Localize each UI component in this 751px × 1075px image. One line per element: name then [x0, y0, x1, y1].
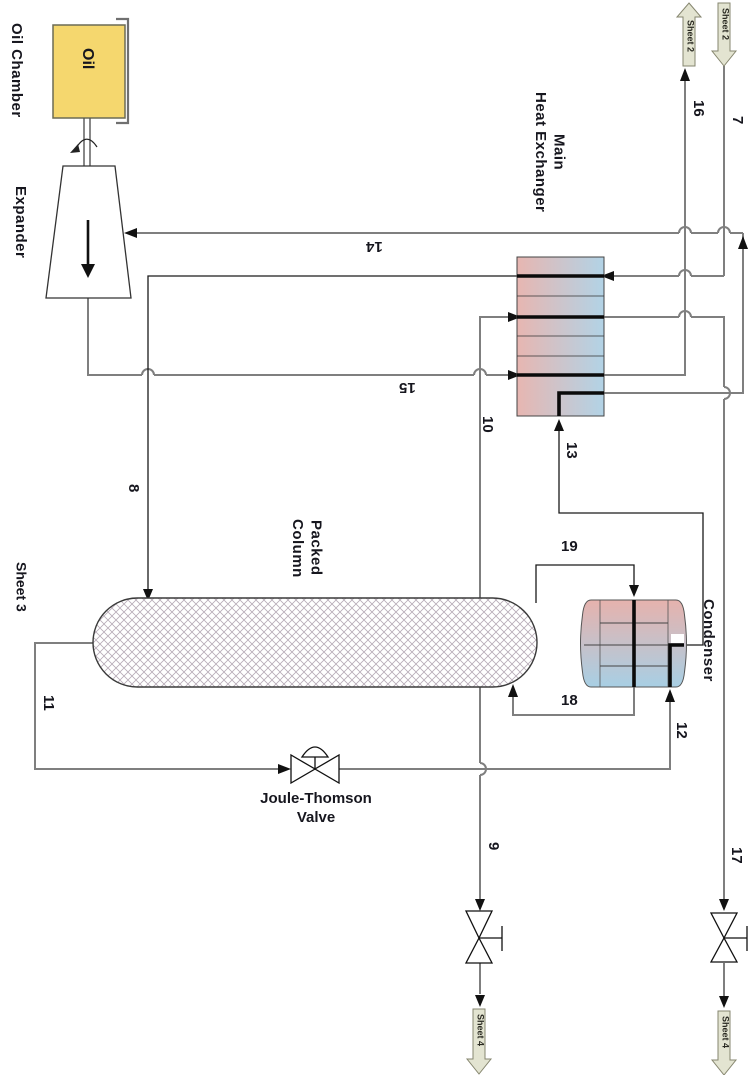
- stream-7-label: 7: [728, 116, 746, 125]
- pipe-stream-11-12: [34, 642, 671, 770]
- pipe-stream-18: [512, 687, 635, 716]
- pipe-stream-14: [135, 226, 744, 394]
- sheet2-out-flag: [675, 2, 703, 67]
- pipe-stream-15: [87, 298, 508, 376]
- stream-13-label: 13: [562, 442, 580, 459]
- pipe-stream-10: [479, 316, 508, 598]
- condenser-label: Condenser: [699, 599, 717, 682]
- pipe-stream-7: [614, 66, 725, 277]
- pipe-stream-13: [558, 430, 704, 646]
- sheet3-note: Sheet 3: [13, 562, 30, 612]
- sheet2-in-flag-label: Sheet 2: [720, 8, 731, 41]
- stream-11-label: 11: [39, 695, 57, 711]
- sheet2-in-flag: [710, 2, 738, 67]
- oil-chamber-label: Oil Chamber: [7, 23, 25, 118]
- valve-stream-9: [464, 910, 503, 964]
- main-heat-exchanger: [516, 256, 605, 417]
- stream-17-label: 17: [727, 847, 745, 864]
- sheet4-left-flag: [465, 1008, 493, 1075]
- oil-tag: Oil: [79, 48, 96, 70]
- stream-12-label: 12: [672, 722, 690, 739]
- sheet4-left-flag-label: Sheet 4: [475, 1014, 486, 1047]
- sheet2-out-flag-label: Sheet 2: [685, 20, 696, 53]
- sheet4-right-flag-label: Sheet 4: [720, 1016, 731, 1049]
- stream-18-label: 18: [561, 692, 578, 709]
- stream-10-label: 10: [478, 416, 496, 433]
- pipe-stream-9: [479, 687, 487, 994]
- sheet4-right-flag: [710, 1010, 738, 1075]
- pipe-stream-19: [535, 564, 635, 603]
- stream-14-label: 14: [366, 237, 383, 255]
- expander-label: Expander: [11, 186, 29, 259]
- condenser-pass-lines: [632, 600, 684, 687]
- pipe-stream-8: [147, 275, 517, 589]
- rotation-icon: [70, 138, 98, 153]
- packed-column-label: Packed Column: [288, 518, 325, 578]
- valve-stream-17: [709, 912, 748, 963]
- oil-chamber-bracket: [116, 17, 130, 125]
- stream-16-label: 16: [689, 100, 707, 117]
- stream-8-label: 8: [124, 484, 142, 493]
- stream-9-label: 9: [484, 842, 502, 851]
- condenser: [579, 599, 688, 688]
- joule-thomson-valve: [290, 746, 340, 785]
- expander-flow-arrow-icon: [81, 220, 95, 278]
- joule-thomson-valve-label: Joule-Thomson Valve: [260, 790, 372, 826]
- pipe-stream-17: [604, 310, 731, 996]
- main-heat-exchanger-label: Main Heat Exchanger: [531, 92, 568, 213]
- flow-arrows: [124, 68, 748, 1008]
- stream-15-label: 15: [399, 378, 416, 396]
- packed-column: [92, 597, 538, 688]
- oil-chamber: [52, 24, 126, 119]
- pipe-stream-16: [604, 81, 686, 376]
- stream-19-label: 19: [561, 538, 578, 555]
- drive-shaft: [83, 118, 91, 166]
- hx-pass-lines: [517, 274, 604, 416]
